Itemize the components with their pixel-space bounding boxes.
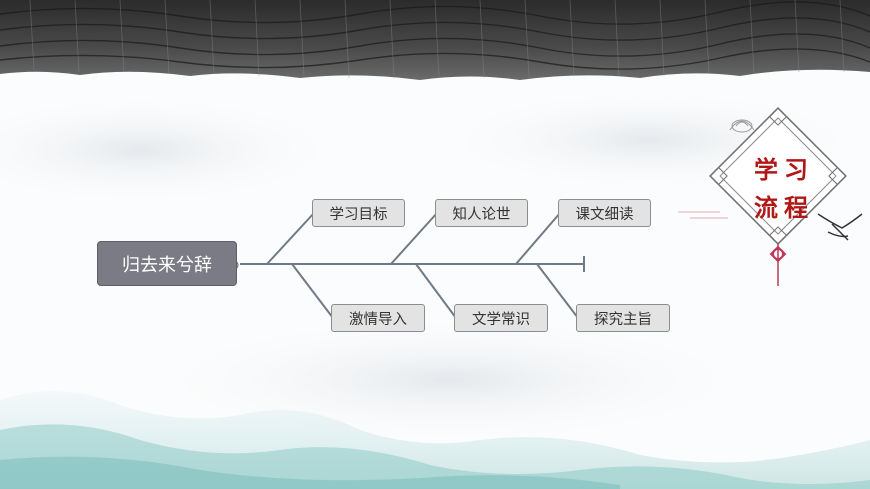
branch-line [536, 263, 579, 319]
branch-node-introduction[interactable]: 激情导入 [331, 304, 425, 332]
chinese-knot-icon [769, 245, 787, 263]
branch-node-theme-exploration[interactable]: 探究主旨 [576, 304, 670, 332]
mountain-landscape [0, 391, 870, 489]
roof-tiles [0, 0, 870, 80]
badge-line-1: 学习 [754, 155, 814, 184]
cloud-lines [678, 211, 728, 219]
branch-node-literary-knowledge[interactable]: 文学常识 [454, 304, 548, 332]
branch-line [515, 212, 561, 265]
branch-node-close-reading[interactable]: 课文细读 [558, 199, 651, 227]
branch-line [390, 212, 438, 265]
branch-line [415, 263, 457, 319]
branch-node-author-background[interactable]: 知人论世 [435, 199, 528, 227]
lotus-icon [729, 119, 755, 133]
crane-icon [817, 213, 863, 241]
root-node[interactable]: 归去来兮辞 [97, 241, 237, 286]
branch-line [266, 212, 315, 265]
branch-line [291, 263, 334, 319]
badge-line-2: 流程 [754, 193, 814, 222]
branch-node-learning-goals[interactable]: 学习目标 [312, 199, 405, 227]
